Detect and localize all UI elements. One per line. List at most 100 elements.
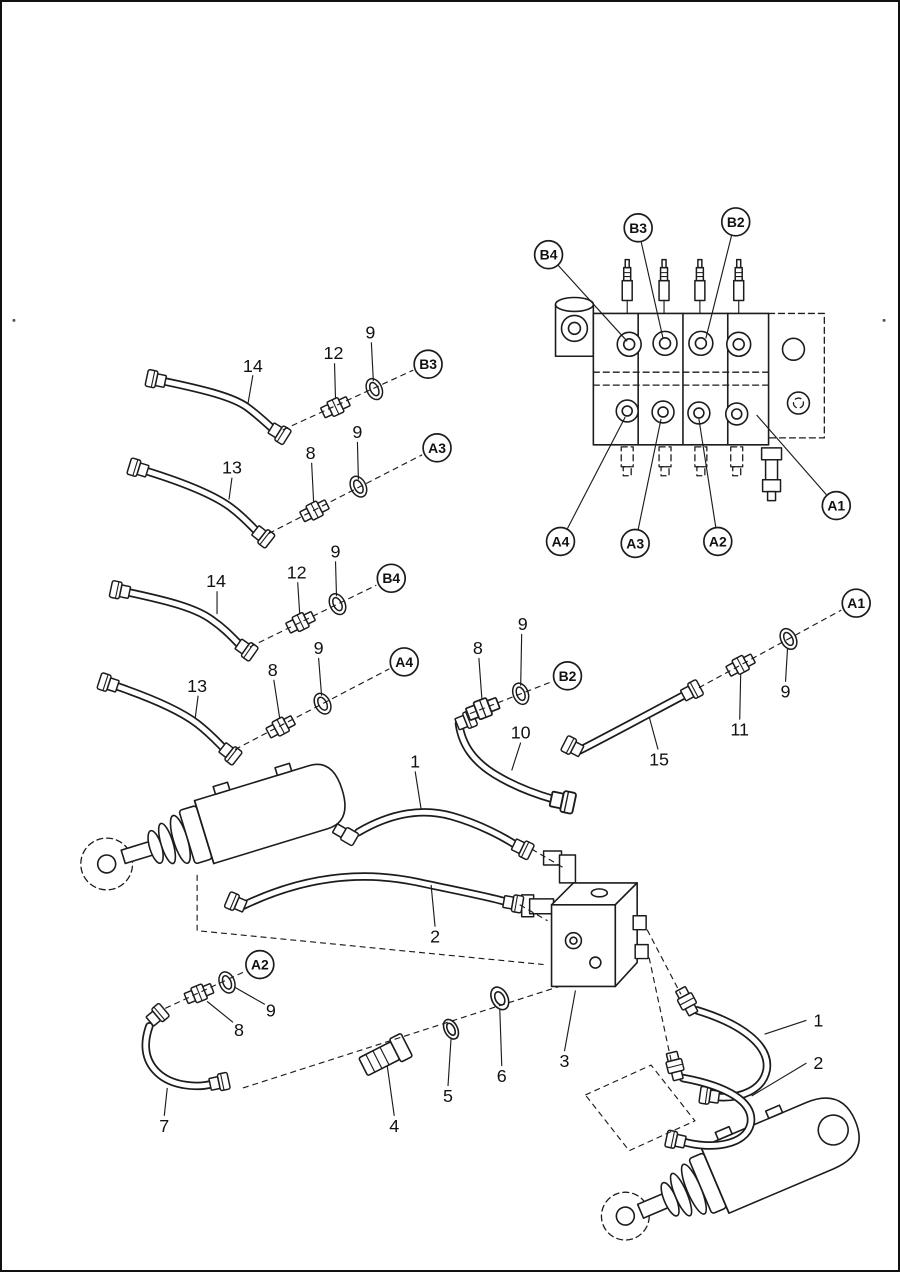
- label-10-text: 10: [511, 723, 531, 743]
- label-13-2: 13: [187, 676, 207, 696]
- callout-valve-a4-circle: [545, 526, 576, 557]
- callout-hose-a3-circle: [422, 433, 452, 463]
- hose-assembly-7: [141, 1002, 232, 1094]
- label-7: 7: [159, 1116, 169, 1136]
- plug-part-4: [358, 1033, 413, 1076]
- manifold-block: [520, 850, 649, 988]
- callout-hose-a4: A4: [389, 647, 419, 677]
- label-12-2-text: 12: [287, 562, 307, 582]
- callout-hose-b2-text: B2: [559, 668, 577, 684]
- oring-9-4: [310, 689, 336, 718]
- label-8-1: 8: [306, 443, 316, 463]
- label-8-1-text: 8: [306, 443, 316, 463]
- dashed-assembly-lines: [165, 369, 842, 1152]
- callout-hose-a1-text: A1: [847, 595, 865, 611]
- valve-stud: [732, 258, 745, 315]
- hose-assembly-13-lower: [96, 671, 244, 767]
- callout-valve-a4-text: A4: [552, 533, 570, 549]
- callout-hose-b4-text: B4: [382, 570, 400, 586]
- callout-valve-b4-text: B4: [540, 247, 558, 263]
- callout-valve-a2-circle: [703, 526, 733, 557]
- callout-hose-a3: A3: [422, 433, 452, 463]
- callout-valve-b2: B2: [720, 207, 751, 237]
- label-11-text: 11: [730, 720, 749, 740]
- callout-valve-a2-text: A2: [709, 533, 727, 549]
- callout-valve-b2-text: B2: [727, 214, 745, 230]
- label-9-3-text: 9: [331, 541, 341, 561]
- label-2-2-text: 2: [813, 1053, 823, 1073]
- label-8-4-text: 8: [234, 1020, 244, 1040]
- valve-bottom-stud: [620, 446, 634, 477]
- label-9-7-text: 9: [266, 1000, 276, 1020]
- label-3-text: 3: [560, 1051, 570, 1071]
- label-15: 15: [649, 749, 669, 769]
- valve-stud: [694, 258, 706, 315]
- label-9-7: 9: [266, 1000, 276, 1020]
- oring-9-3: [325, 590, 350, 619]
- callout-valve-a4: A4: [545, 526, 576, 557]
- label-8-3: 8: [473, 638, 483, 658]
- label-8-2: 8: [268, 660, 278, 680]
- callout-hose-a4-circle: [389, 647, 419, 677]
- callout-hose-b4: B4: [376, 563, 407, 594]
- oring-9-7: [215, 968, 239, 997]
- label-12-1: 12: [324, 343, 344, 363]
- label-6: 6: [497, 1066, 507, 1086]
- callout-hose-a1-circle: [841, 588, 871, 618]
- label-8-4: 8: [234, 1020, 244, 1040]
- callout-valve-b3-text: B3: [629, 220, 647, 236]
- callout-valve-a3: A3: [620, 528, 650, 559]
- cylinder-left: [80, 762, 346, 891]
- callout-hose-a2-text: A2: [251, 957, 269, 973]
- label-5: 5: [443, 1086, 453, 1106]
- callout-valve-b3: B3: [623, 213, 653, 243]
- callout-valve-b2-circle: [720, 207, 751, 237]
- label-14-1-text: 14: [243, 356, 263, 376]
- label-1-2: 1: [813, 1010, 823, 1030]
- callout-hose-b2-circle: [552, 661, 583, 691]
- relief-valve: [760, 447, 783, 502]
- callout-hose-a3-text: A3: [428, 440, 446, 456]
- label-5-text: 5: [443, 1086, 453, 1106]
- hose-assembly-14-lower: [108, 579, 260, 663]
- hose-assembly-13-top: [125, 456, 277, 550]
- valve-callout-leaders: [557, 234, 827, 530]
- label-2-1: 2: [430, 927, 440, 947]
- label-9-1-text: 9: [365, 322, 375, 342]
- label-13-2-text: 13: [187, 676, 207, 696]
- elbow-fitting: [332, 823, 360, 847]
- fitting-8-bottom: [182, 980, 216, 1007]
- label-14-2-text: 14: [206, 571, 226, 591]
- callout-valve-b4-circle: [533, 239, 564, 270]
- hose-assembly-2-center: [223, 872, 525, 916]
- label-7-text: 7: [159, 1116, 169, 1136]
- callout-valve-a3-text: A3: [626, 535, 644, 551]
- label-9-5: 9: [518, 614, 528, 634]
- callout-hose-a4-text: A4: [395, 654, 413, 670]
- callout-hose-b2: B2: [552, 661, 583, 691]
- label-15-text: 15: [649, 749, 669, 769]
- stray-mark-right: [882, 318, 886, 322]
- label-9-4: 9: [314, 638, 324, 658]
- callout-hose-b3-text: B3: [419, 356, 437, 372]
- number-leader-lines: [163, 342, 807, 1116]
- callout-hose-b4-circle: [376, 563, 407, 594]
- label-13-1-text: 13: [222, 458, 242, 478]
- callout-valve-a1-circle: [821, 490, 852, 521]
- label-9-4-text: 9: [314, 638, 324, 658]
- callout-valve-a1-text: A1: [827, 498, 845, 514]
- hose-assembly-2-right: [663, 1049, 756, 1152]
- oring-9-1: [362, 375, 387, 403]
- callout-hose-a1: A1: [841, 588, 871, 618]
- callout-hose-a2: A2: [245, 949, 275, 980]
- label-2-1-text: 2: [430, 927, 440, 947]
- callout-hose-b3-circle: [413, 349, 443, 379]
- callout-hose-b3: B3: [413, 349, 443, 379]
- label-6-text: 6: [497, 1066, 507, 1086]
- label-11: 11: [730, 720, 749, 740]
- callout-valve-b3-circle: [623, 213, 653, 243]
- hose-assembly-1-center: [332, 808, 536, 861]
- label-9-3: 9: [331, 541, 341, 561]
